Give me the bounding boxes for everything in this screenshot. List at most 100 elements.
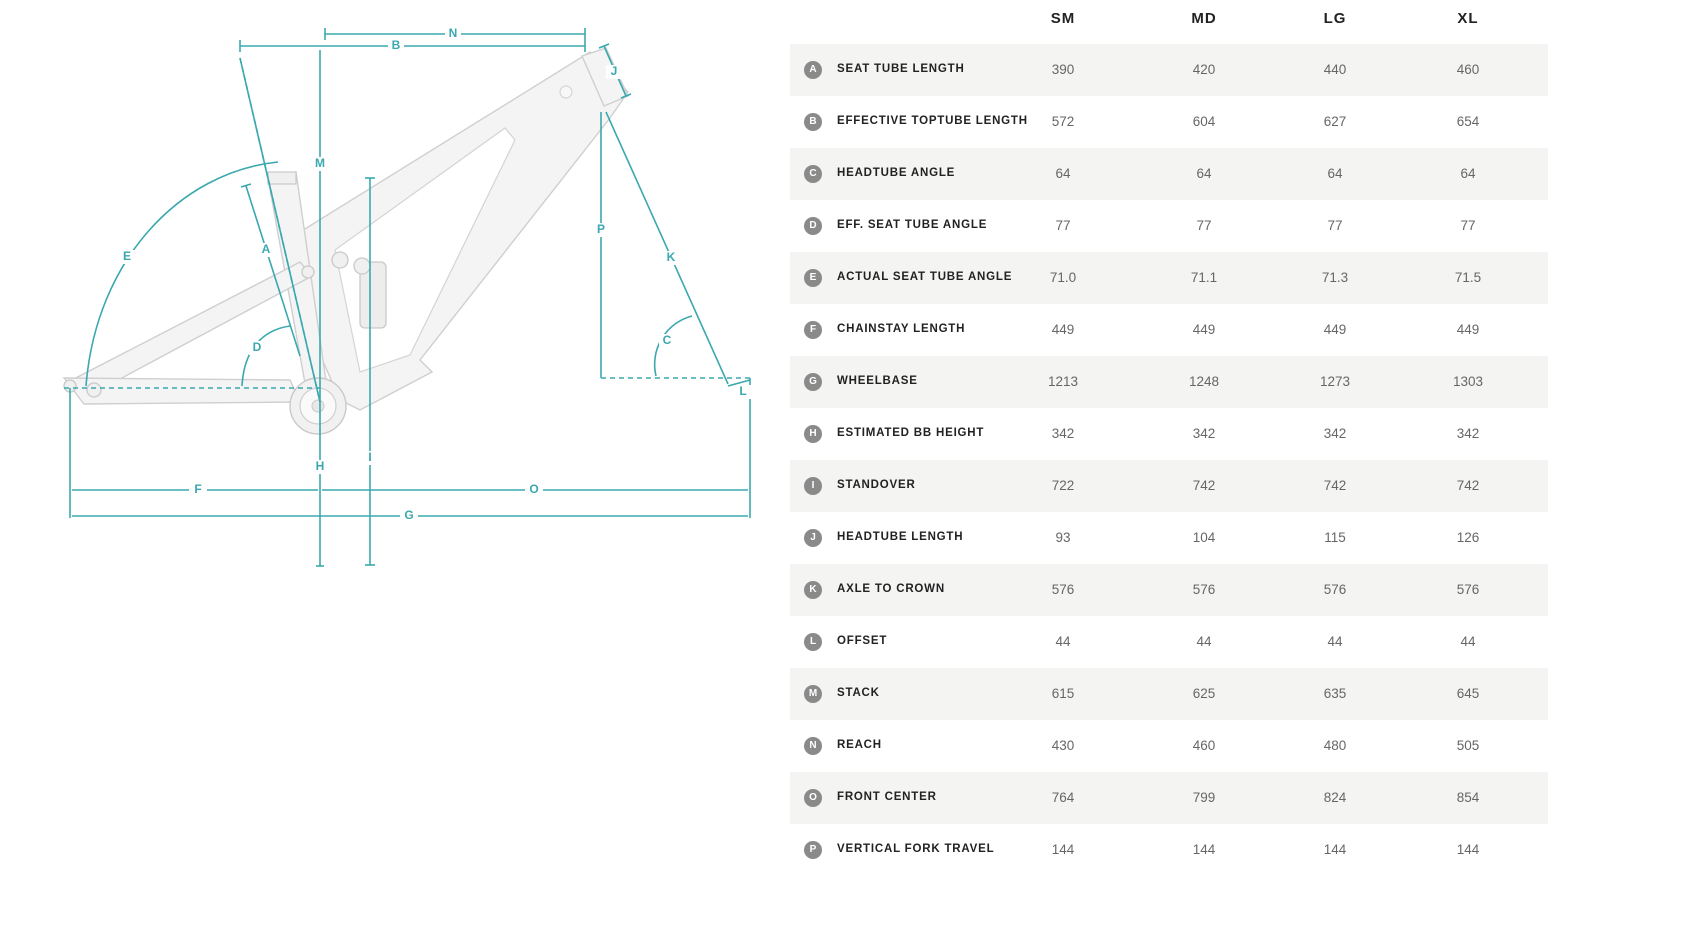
dimension-labels: B N M J P K C L E A D H I F O G [119,26,751,523]
row-value-lg: 144 [1323,842,1347,857]
diagram-label-p: P [597,222,605,236]
diagram-label-c: C [663,333,672,347]
geometry-diagram: B N M J P K C L E A D H I F O G [62,26,752,567]
row-value-lg: 742 [1323,478,1347,493]
row-value-sm: 144 [1051,842,1075,857]
row-value-xl: 126 [1456,530,1480,545]
row-letter-badge: D [804,217,822,235]
row-letter-badge: A [804,61,822,79]
row-value-lg: 342 [1323,426,1347,441]
row-value-xl: 576 [1456,582,1480,597]
row-value-md: 144 [1192,842,1216,857]
diagram-label-k: K [667,250,676,264]
diagram-label-o: O [529,482,538,496]
diagram-label-j: J [611,64,618,78]
row-measurement-name: AXLE TO CROWN [837,583,945,595]
row-value-xl: 505 [1456,738,1480,753]
row-measurement-name: OFFSET [837,635,888,647]
row-letter-badge: I [804,477,822,495]
diagram-label-d: D [253,340,262,354]
diagram-label-e: E [123,249,131,263]
row-value-xl: 449 [1456,322,1480,337]
row-value-md: 625 [1192,686,1216,701]
row-value-xl: 71.5 [1454,270,1482,285]
diagram-label-g: G [404,508,413,522]
row-letter-badge: L [804,633,822,651]
row-measurement-name: CHAINSTAY LENGTH [837,323,966,335]
row-value-md: 44 [1196,634,1212,649]
row-measurement-name: HEADTUBE ANGLE [837,167,956,179]
row-value-md: 576 [1192,582,1216,597]
size-header-sm: SM [1050,10,1076,27]
row-value-lg: 824 [1323,790,1347,805]
row-value-sm: 71.0 [1049,270,1077,285]
row-measurement-name: FRONT CENTER [837,791,937,803]
diagram-label-n: N [449,26,458,40]
row-value-md: 1248 [1188,374,1220,389]
diagram-label-i: I [368,450,371,464]
row-value-lg: 77 [1327,218,1343,233]
row-value-md: 64 [1196,166,1212,181]
row-value-md: 77 [1196,218,1212,233]
row-value-xl: 77 [1460,218,1476,233]
row-letter-badge: O [804,789,822,807]
row-letter-badge: P [804,841,822,859]
row-value-xl: 144 [1456,842,1480,857]
row-measurement-name: EFFECTIVE TOPTUBE LENGTH [837,115,1028,127]
row-value-lg: 71.3 [1321,270,1349,285]
row-value-sm: 77 [1055,218,1071,233]
row-value-lg: 449 [1323,322,1347,337]
row-value-lg: 576 [1323,582,1347,597]
bike-frame [62,47,629,435]
diagram-label-b: B [392,38,401,52]
row-value-md: 104 [1192,530,1216,545]
row-value-md: 342 [1192,426,1216,441]
row-letter-badge: M [804,685,822,703]
diagram-label-f: F [194,482,201,496]
row-value-md: 420 [1192,62,1216,77]
row-letter-badge: E [804,269,822,287]
size-header-md: MD [1191,10,1217,27]
row-value-lg: 635 [1323,686,1347,701]
table-header: SM MD LG XL [790,0,1548,44]
row-value-md: 742 [1192,478,1216,493]
row-value-sm: 576 [1051,582,1075,597]
diagram-label-a: A [262,242,271,256]
row-value-lg: 1273 [1319,374,1351,389]
row-measurement-name: STANDOVER [837,479,916,491]
row-value-xl: 64 [1460,166,1476,181]
row-value-sm: 64 [1055,166,1071,181]
row-value-lg: 44 [1327,634,1343,649]
row-letter-badge: G [804,373,822,391]
diagram-label-h: H [316,459,325,473]
row-value-lg: 115 [1324,530,1346,545]
row-value-md: 799 [1192,790,1216,805]
row-value-md: 460 [1192,738,1216,753]
table-row: I STANDOVER 722 742 742 742 [790,460,1548,512]
row-measurement-name: WHEELBASE [837,375,918,387]
row-value-sm: 449 [1051,322,1075,337]
row-measurement-name: STACK [837,687,880,699]
row-value-sm: 722 [1051,478,1075,493]
diagram-label-l: L [739,384,746,398]
row-value-xl: 460 [1456,62,1480,77]
row-letter-badge: N [804,737,822,755]
row-value-xl: 742 [1456,478,1480,493]
row-measurement-name: SEAT TUBE LENGTH [837,63,965,75]
row-letter-badge: B [804,113,822,131]
row-letter-badge: F [804,321,822,339]
row-letter-badge: J [804,529,822,547]
